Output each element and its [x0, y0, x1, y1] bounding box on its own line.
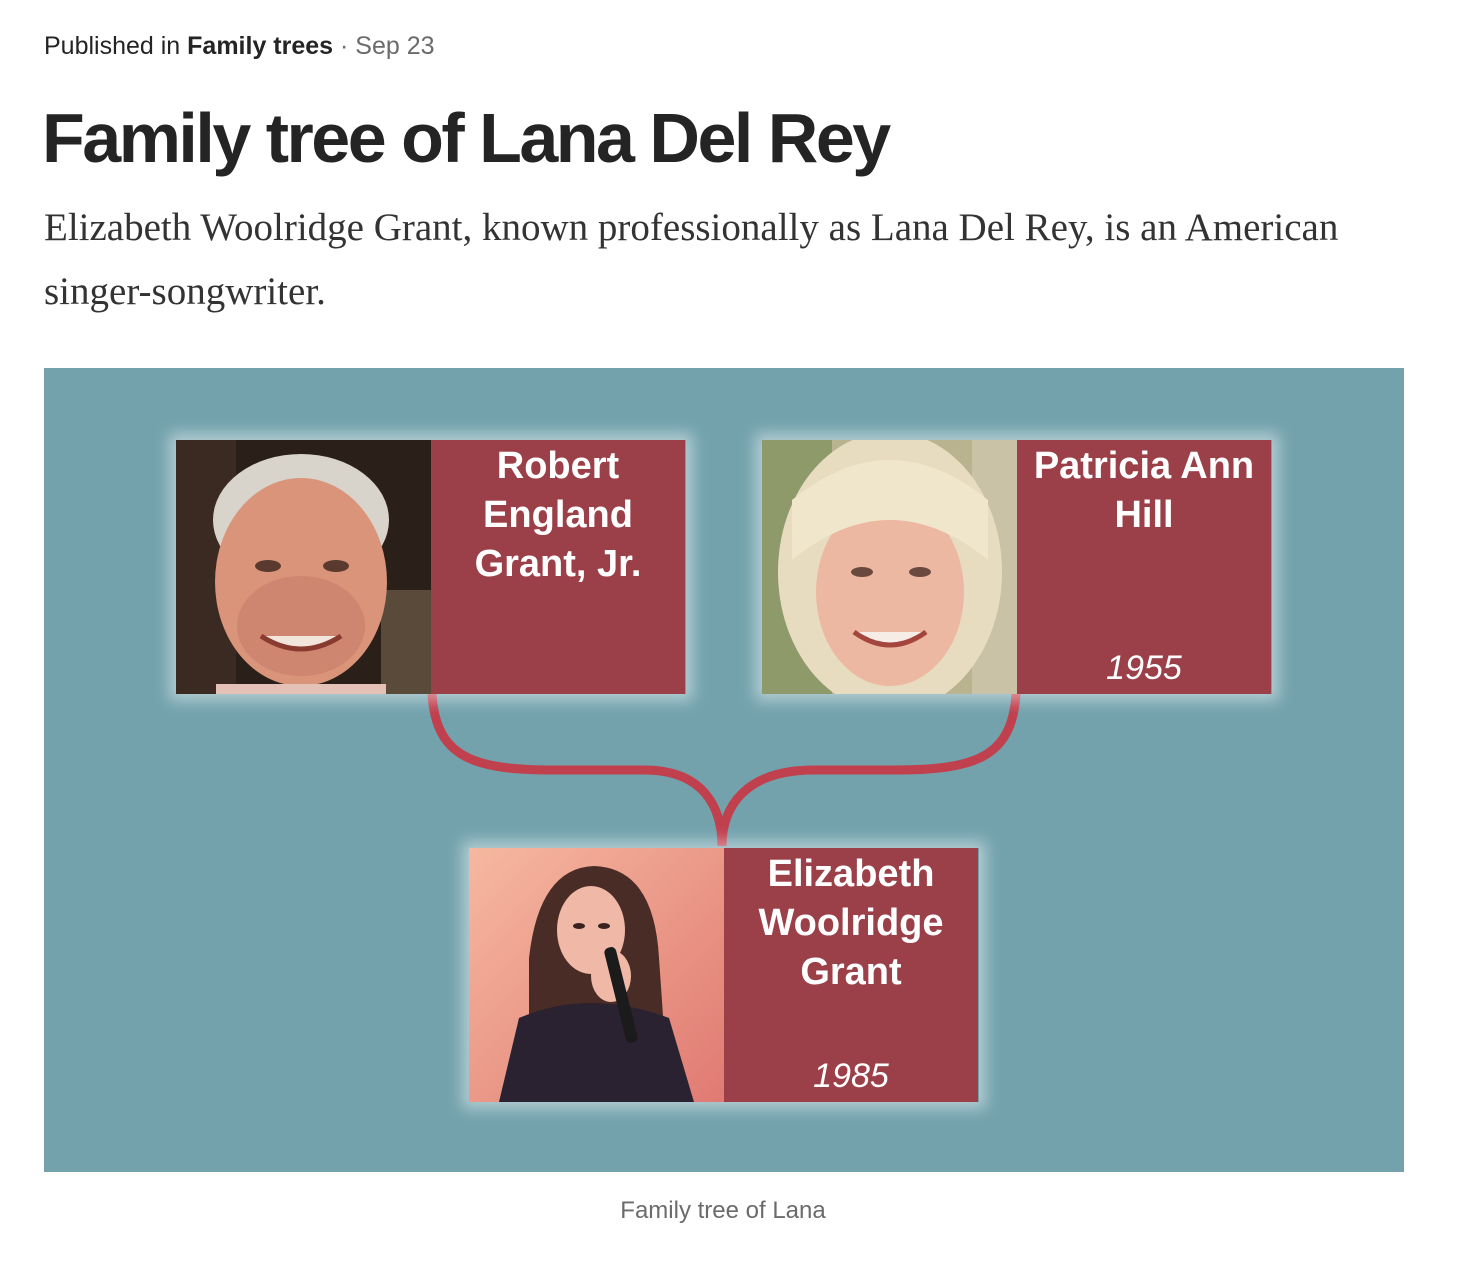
person-name: Robert England Grant, Jr.	[474, 445, 642, 585]
woman-portrait-icon	[762, 440, 1017, 694]
person-name: Patricia Ann Hill	[1033, 445, 1255, 536]
publish-date: Sep 23	[355, 32, 435, 60]
man-portrait-icon	[176, 440, 431, 694]
connector-line	[427, 693, 727, 847]
publication-link[interactable]: Family trees	[187, 32, 334, 60]
separator: ·	[333, 32, 356, 60]
person-card-mother[interactable]: Patricia Ann Hill 1955	[762, 440, 1272, 694]
singer-portrait-icon	[469, 848, 724, 1102]
person-card-father[interactable]: Robert England Grant, Jr.	[176, 440, 686, 694]
figure-caption: Family tree of Lana	[620, 1197, 826, 1224]
article-subtitle: Elizabeth Woolridge Grant, known profess…	[44, 206, 1339, 313]
birth-year: 1985	[813, 1057, 889, 1095]
published-in-label: Published in	[44, 32, 188, 60]
article-title: Family tree of Lana Del Rey	[42, 99, 891, 177]
person-name: Elizabeth Woolridge Grant	[758, 853, 944, 993]
person-card-child[interactable]: Elizabeth Woolridge Grant 1985	[469, 848, 979, 1102]
publication-meta: Published in Family trees · Sep 23	[44, 32, 435, 61]
connector-line	[717, 693, 1021, 847]
person-info: Patricia Ann Hill 1955	[1017, 440, 1271, 694]
birth-year: 1955	[1106, 649, 1182, 687]
connector-lines	[427, 693, 1021, 847]
person-info: Elizabeth Woolridge Grant 1985	[724, 848, 978, 1102]
family-tree-figure[interactable]: Robert England Grant, Jr. Patricia Ann H…	[44, 368, 1404, 1172]
person-info: Robert England Grant, Jr.	[431, 440, 685, 694]
